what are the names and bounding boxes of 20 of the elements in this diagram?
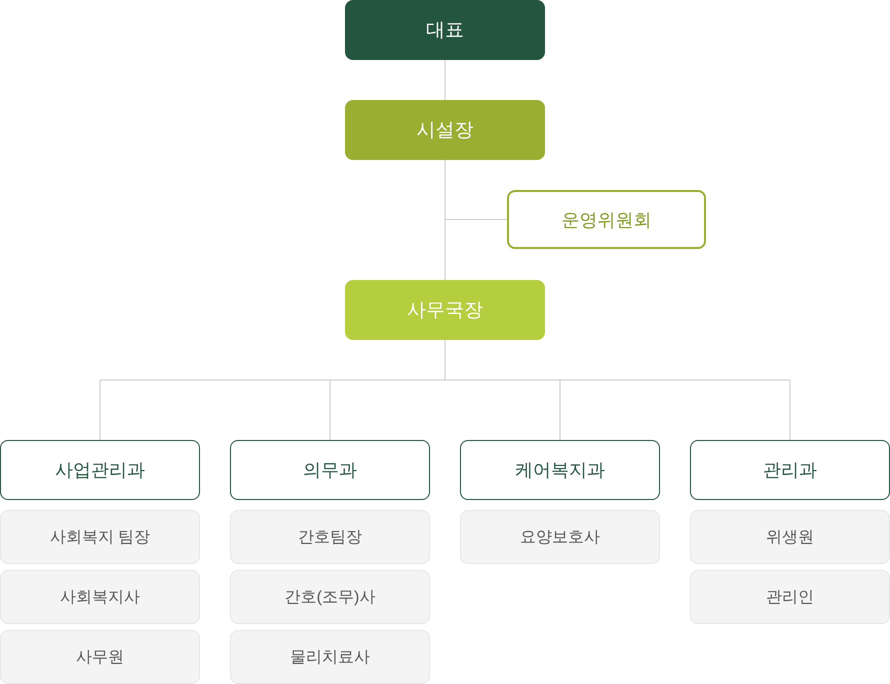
connector-line (444, 160, 446, 280)
staff-box: 물리치료사 (230, 630, 430, 684)
staff-box: 위생원 (690, 510, 890, 564)
position-box: 대표 (345, 0, 545, 60)
staff-box: 사무원 (0, 630, 200, 684)
staff-box: 사회복지사 (0, 570, 200, 624)
staff-box: 간호(조무)사 (230, 570, 430, 624)
connector-line (444, 60, 446, 100)
department-box: 의무과 (230, 440, 430, 500)
staff-box: 간호팀장 (230, 510, 430, 564)
staff-box: 사회복지 팀장 (0, 510, 200, 564)
department-box: 케어복지과 (460, 440, 660, 500)
connector-line (100, 340, 790, 380)
committee-box: 운영위원회 (507, 190, 706, 249)
department-box: 사업관리과 (0, 440, 200, 500)
staff-box: 요양보호사 (460, 510, 660, 564)
position-box: 시설장 (345, 100, 545, 160)
department-box: 관리과 (690, 440, 890, 500)
staff-box: 관리인 (690, 570, 890, 624)
position-box: 사무국장 (345, 280, 545, 340)
